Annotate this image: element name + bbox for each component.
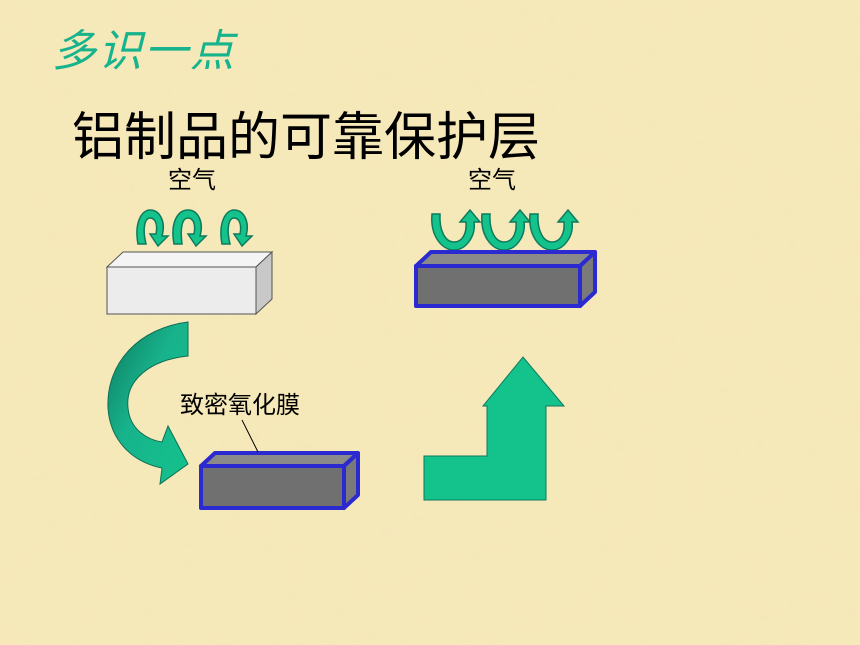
- slide-subtitle: 多识一点: [52, 26, 236, 77]
- air-arrow-icon: [220, 209, 254, 248]
- aluminum-block-top: [105, 251, 274, 268]
- curved-arrow-icon: [107, 321, 189, 486]
- oxidized-block-top: [414, 250, 597, 308]
- up-arrow-icon: [423, 356, 566, 501]
- film-label-pointer: [241, 419, 259, 453]
- aluminum-block-front: [106, 266, 257, 315]
- oxide-film-block: [199, 451, 360, 510]
- air-label-right: 空气: [468, 166, 516, 194]
- slide-title: 铝制品的可靠保护层: [72, 108, 541, 168]
- air-arrows-right: [431, 208, 580, 251]
- oxide-film-label: 致密氧化膜: [180, 391, 300, 419]
- air-arrow-icon: [172, 209, 208, 248]
- bounce-arrow-icon: [431, 208, 482, 251]
- air-arrows-left: [136, 209, 254, 248]
- air-label-left: 空气: [168, 166, 216, 194]
- bounce-arrow-icon: [481, 208, 532, 251]
- air-arrow-icon: [136, 209, 170, 248]
- bounce-arrow-icon: [529, 208, 580, 251]
- aluminum-block: [105, 250, 274, 316]
